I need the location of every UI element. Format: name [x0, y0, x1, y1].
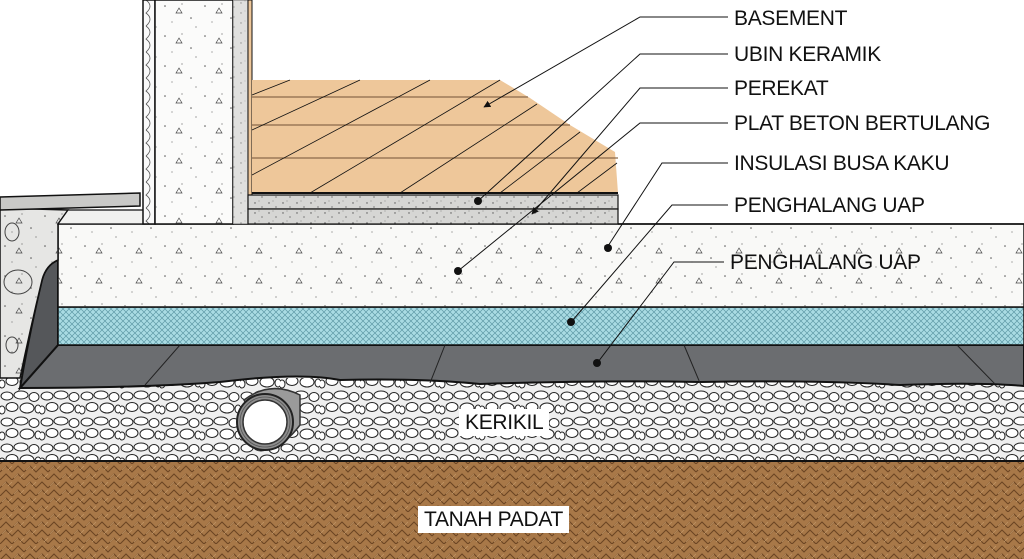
label-rigid-foam: INSULASI BUSA KAKU [734, 152, 950, 175]
label-adhesive: PEREKAT [734, 77, 829, 100]
leader-rigid-foam [607, 162, 728, 247]
label-basement: BASEMENT [734, 7, 848, 30]
leader-adhesive [531, 87, 728, 215]
leader-lines [457, 16, 728, 363]
leader-dot-vapor-barrier-1 [567, 318, 575, 326]
leader-dot-rigid-foam [604, 244, 612, 252]
vapor-barrier-membrane [17, 344, 1024, 390]
leader-reinforced-slab [457, 122, 728, 272]
leader-ceramic-tile [477, 53, 728, 202]
rigid-foam-insulation-layer [57, 306, 1024, 346]
leader-dot-reinforced-slab [454, 267, 462, 275]
leader-vapor-barrier-1 [571, 204, 728, 322]
label-vapor-barrier-2: PENGHALANG UAP [730, 251, 921, 274]
ceramic-tile-area [251, 79, 618, 194]
drain-pipe [236, 387, 301, 451]
wall-insulation-strip [142, 0, 156, 225]
leader-dot-vapor-barrier-2 [593, 359, 601, 367]
label-reinforced-slab: PLAT BETON BERTULANG [734, 112, 991, 135]
label-gravel: KERIKIL [459, 409, 550, 436]
label-compacted-soil: TANAH PADAT [418, 506, 570, 533]
label-ceramic-tile: UBIN KERAMIK [734, 43, 881, 66]
leader-dots [454, 197, 612, 367]
leader-basement [483, 16, 728, 108]
leader-vapor-barrier-2 [597, 261, 724, 363]
label-vapor-barrier-1: PENGHALANG UAP [734, 194, 925, 217]
leader-dot-ceramic-tile [474, 197, 482, 205]
screed-layer [247, 208, 619, 225]
adhesive-layer [247, 194, 619, 210]
